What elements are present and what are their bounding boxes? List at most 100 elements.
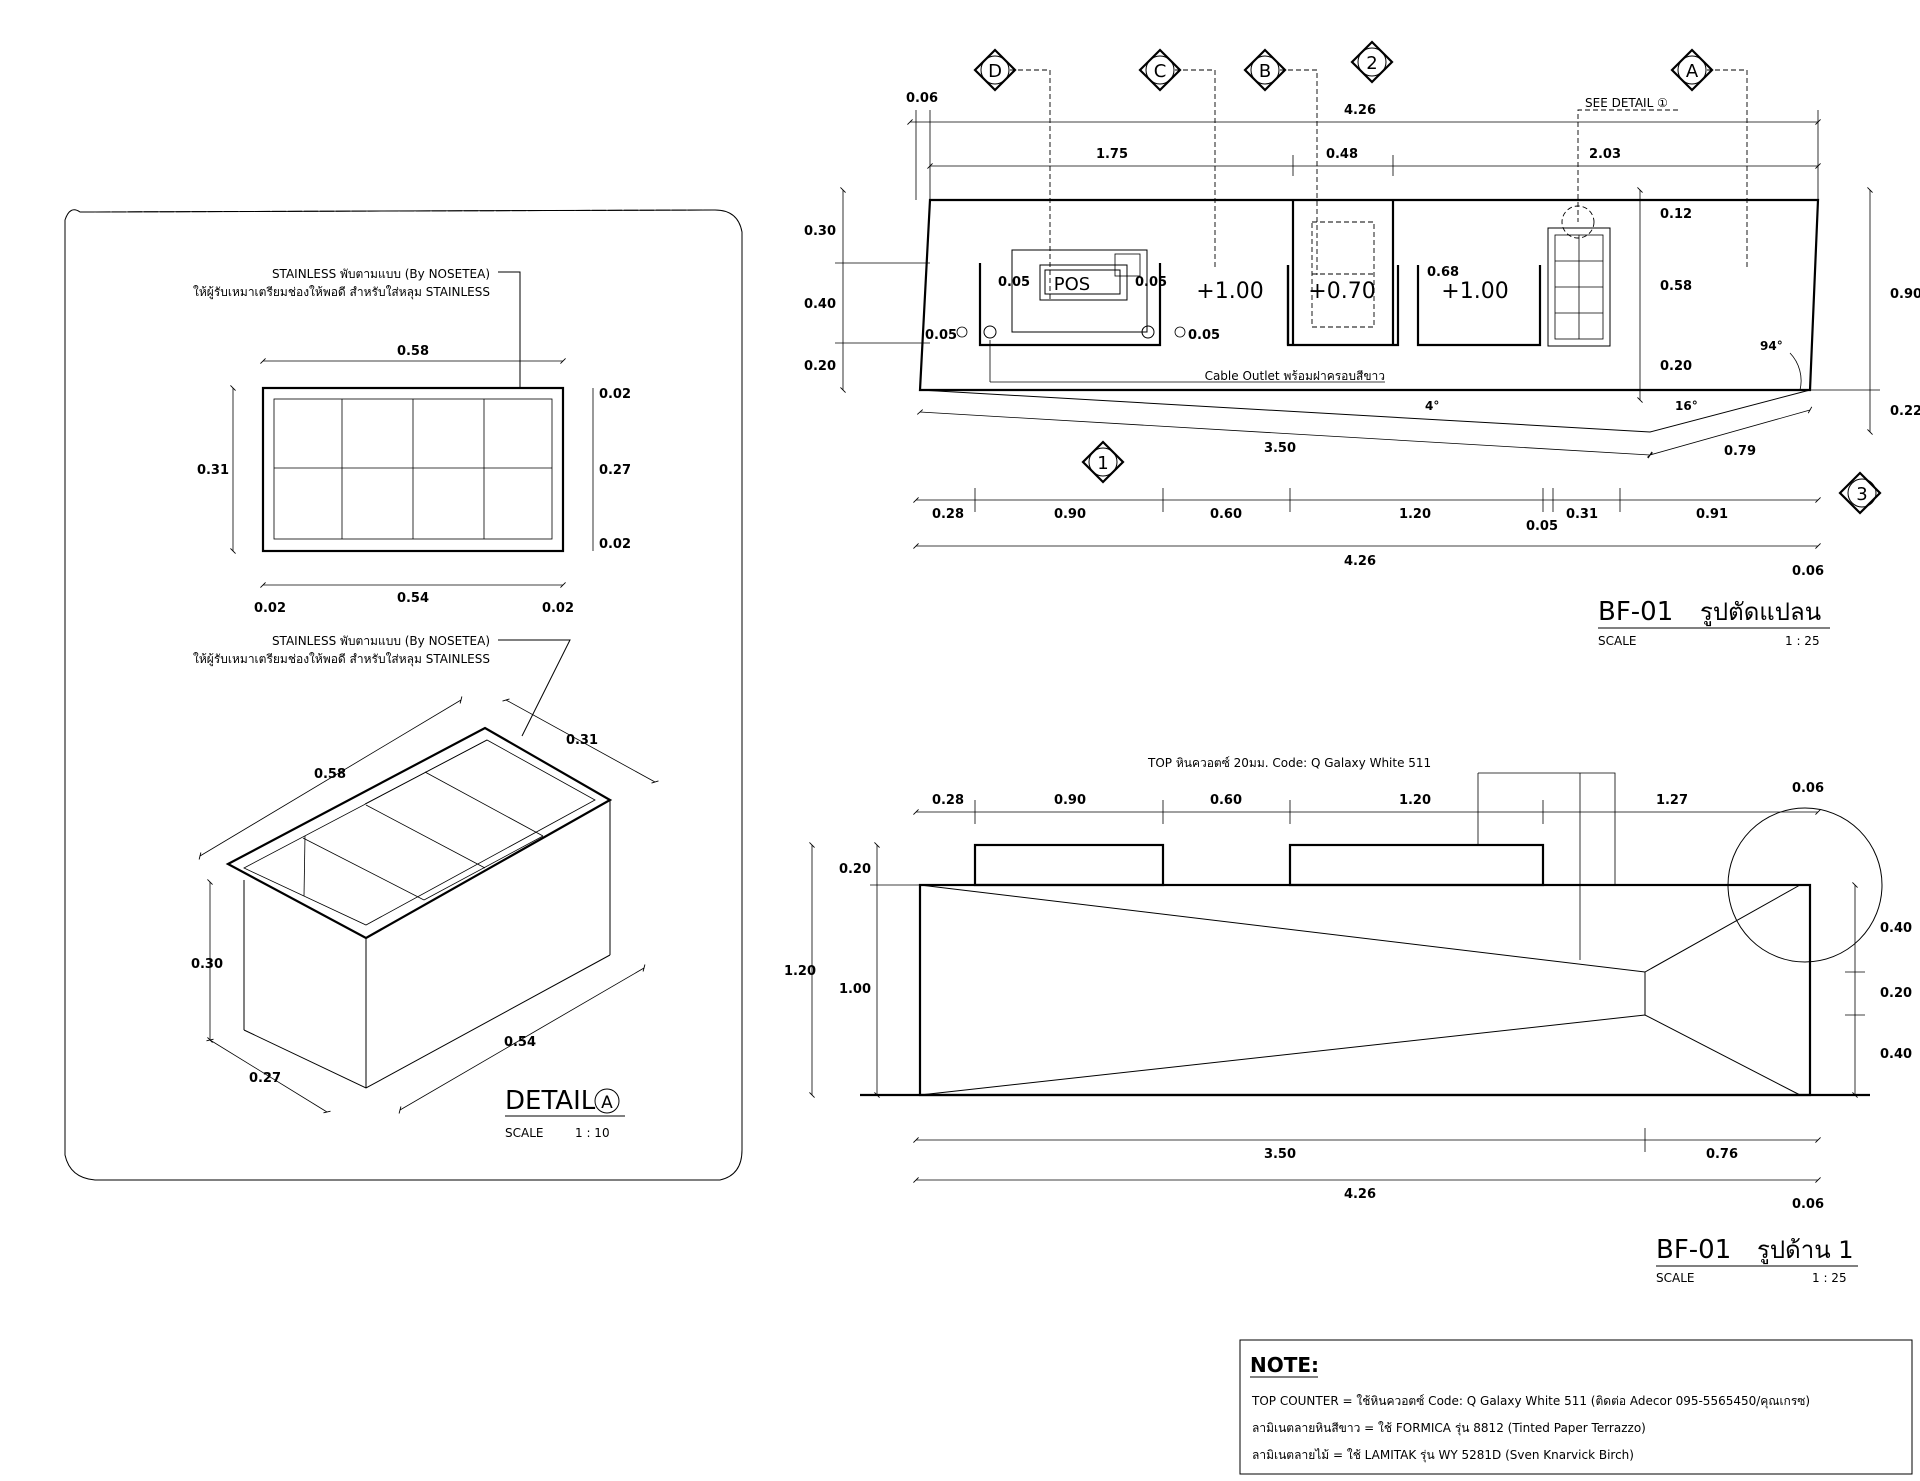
detail-callout-2a: STAINLESS พับตามแบบ (By NOSETEA)	[272, 634, 490, 648]
plan-bot-1: 0.28	[932, 507, 964, 522]
callout-leader-2	[498, 639, 571, 737]
note-line-2: ลามิเนตลายหินสีขาว = ใช้ FORMICA รุ่น 88…	[1252, 1421, 1646, 1436]
plan-left-3: 0.20	[804, 359, 836, 374]
detail-a-panel: STAINLESS พับตามแบบ (By NOSETEA) ให้ผู้ร…	[64, 209, 743, 1181]
plan-dim-overall: 4.26	[1344, 103, 1376, 118]
sink-outline	[1311, 221, 1375, 328]
plan-inner-d: 0.05	[1188, 328, 1220, 343]
detail-callout-1b: ให้ผู้รับเหมาเตรียมช่องให้พอดี สำหรับใส่…	[193, 285, 490, 300]
elev-left-upper: 0.20	[839, 862, 871, 877]
cable-outlet-label: Cable Outlet พร้อมฝาครอบสีขาว	[1205, 369, 1385, 383]
note-line-1: TOP COUNTER = ใช้หินควอตซ์ Code: Q Galax…	[1251, 1394, 1810, 1409]
svg-text:1: 1	[1097, 453, 1108, 474]
elev-title-code: BF-01	[1656, 1235, 1731, 1265]
detail-tag-circle	[594, 1088, 620, 1114]
elev-left-outer: 1.20	[784, 964, 816, 979]
dim-iso-bot-long: 0.54	[504, 1035, 536, 1050]
plan-dim-3: 2.03	[1589, 147, 1621, 162]
plan-inner-e: 0.68	[1427, 265, 1459, 280]
elev-top-2: 0.90	[1054, 793, 1086, 808]
dim-iso-top-long: 0.58	[314, 767, 346, 782]
plan-dim-2: 0.48	[1326, 147, 1358, 162]
plan-drawing: D C B 2 A 0.06 4.26	[804, 40, 1920, 648]
dim-iso-height: 0.30	[191, 957, 223, 972]
plan-scale-value: 1 : 25	[1785, 634, 1820, 648]
plan-title-code: BF-01	[1598, 597, 1673, 627]
dim-detail-left: 0.31	[197, 463, 229, 478]
plan-bot-6: 0.31	[1566, 507, 1598, 522]
plan-bot-5: 0.05	[1526, 519, 1558, 534]
plan-bot-3: 0.60	[1210, 507, 1242, 522]
see-detail-label: SEE DETAIL ①	[1585, 96, 1668, 110]
plan-left-2: 0.40	[804, 297, 836, 312]
elevation-drawing: TOP หินควอตซ์ 20มม. Code: Q Galaxy White…	[784, 756, 1912, 1285]
elev-bot-small: 0.06	[1792, 1197, 1824, 1212]
elev-top-3: 0.60	[1210, 793, 1242, 808]
plan-right-1: 0.90	[1890, 287, 1920, 302]
dim-detail-right-bot: 0.02	[599, 537, 631, 552]
elev-top-right-small: 0.06	[1792, 781, 1824, 796]
note-box: NOTE: TOP COUNTER = ใช้หินควอตซ์ Code: Q…	[1239, 1339, 1913, 1475]
elev-scale-value: 1 : 25	[1812, 1271, 1847, 1285]
grid-tag-a: A	[1670, 48, 1748, 270]
note-heading: NOTE:	[1250, 1353, 1319, 1377]
detail-a-tag: A	[601, 1093, 613, 1113]
plan-bot-right-small: 0.06	[1792, 564, 1824, 579]
grid-tag-b: B	[1243, 48, 1318, 275]
plan-inner-h: 0.20	[1660, 359, 1692, 374]
note-line-3: ลามิเนตลายไม้ = ใช้ LAMITAK รุ่น WY 5281…	[1252, 1448, 1634, 1463]
angle-16: 16°	[1675, 399, 1698, 413]
level-1: +1.00	[1196, 279, 1263, 304]
level-2: +0.70	[1308, 279, 1375, 304]
detail-callout-1a: STAINLESS พับตามแบบ (By NOSETEA)	[272, 267, 490, 281]
pos-label: POS	[1054, 274, 1090, 295]
dim-detail-right-top: 0.02	[599, 387, 631, 402]
svg-text:3: 3	[1856, 484, 1867, 505]
plan-inner-c: 0.05	[925, 328, 957, 343]
plan-dim-1: 1.75	[1096, 147, 1128, 162]
angle-4: 4°	[1425, 399, 1439, 413]
elev-left-inner: 1.00	[839, 982, 871, 997]
scalloped-border	[64, 209, 743, 1181]
elev-right-1: 0.40	[1880, 921, 1912, 936]
plan-diag-short: 0.79	[1724, 444, 1756, 459]
stainless-isometric	[225, 726, 613, 1089]
dim-detail-bot-left: 0.02	[254, 601, 286, 616]
plan-stainless-grid	[1547, 205, 1611, 347]
section-tag-1: 1	[1081, 440, 1125, 484]
grid-tag-2: 2	[1350, 40, 1394, 84]
detail-callout-2b: ให้ผู้รับเหมาเตรียมช่องให้พอดี สำหรับใส่…	[193, 652, 490, 667]
section-tag-3: 3	[1838, 471, 1882, 515]
elev-bot-a: 3.50	[1264, 1147, 1296, 1162]
detail-a-scale-value: 1 : 10	[575, 1126, 610, 1140]
elev-right-3: 0.40	[1880, 1047, 1912, 1062]
detail-callout-circle	[1727, 807, 1883, 963]
dim-detail-right-mid: 0.27	[599, 463, 631, 478]
elev-counter-body	[918, 883, 1812, 1097]
callout-leader-1	[498, 271, 521, 388]
dim-iso-top-short: 0.31	[566, 733, 598, 748]
elev-top-note: TOP หินควอตซ์ 20มม. Code: Q Galaxy White…	[1147, 756, 1431, 770]
svg-text:C: C	[1154, 61, 1167, 82]
border-scallop-top	[79, 209, 716, 213]
elev-top-4: 1.20	[1399, 793, 1431, 808]
dim-detail-bot-mid: 0.54	[397, 591, 429, 606]
plan-bot-2: 0.90	[1054, 507, 1086, 522]
elev-upper-diagonal	[919, 884, 1801, 973]
grid-tag-c: C	[1138, 48, 1216, 270]
grid-tag-d: D	[973, 48, 1051, 300]
plan-inner-b: 0.05	[1135, 275, 1167, 290]
elev-sink-raise	[1288, 843, 1545, 887]
dim-iso-bot-short: 0.27	[249, 1071, 281, 1086]
pos-device: POS	[956, 249, 1186, 339]
dim-detail-bot-right: 0.02	[542, 601, 574, 616]
elev-pos-raise	[973, 843, 1165, 887]
elev-title-name: รูปด้าน 1	[1757, 1236, 1854, 1265]
svg-text:A: A	[1686, 61, 1699, 82]
elev-lower-diagonal	[919, 1014, 1801, 1096]
detail-a-scale-label: SCALE	[505, 1126, 543, 1140]
plan-dim-left-small: 0.06	[906, 91, 938, 106]
svg-text:2: 2	[1366, 53, 1377, 74]
svg-text:B: B	[1259, 61, 1271, 82]
